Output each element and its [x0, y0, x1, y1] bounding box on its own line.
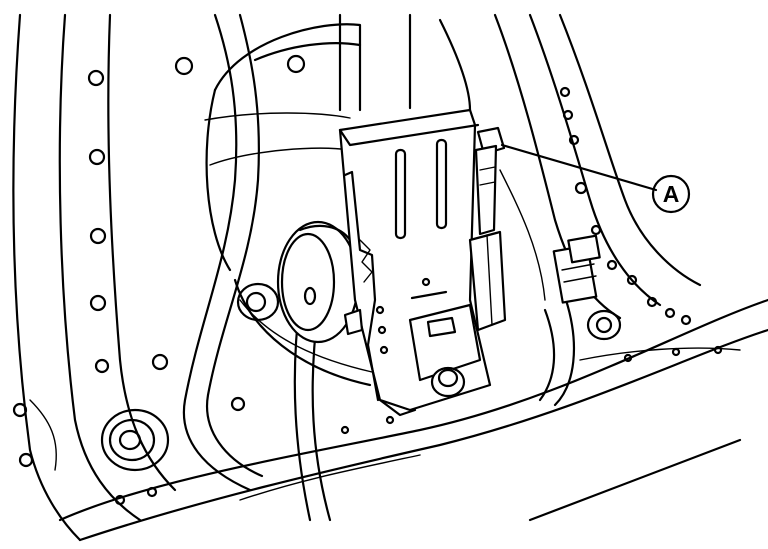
speaker: [276, 220, 360, 344]
left-panel-holes: [12, 56, 246, 468]
module-bracket: [338, 108, 492, 417]
callout-a: A: [500, 143, 691, 214]
left-pillar-panel: [12, 13, 177, 542]
rear-structure: [204, 13, 472, 387]
harness-connector: [552, 234, 601, 304]
grommet: [100, 408, 170, 472]
component-a: [468, 126, 507, 332]
callout-circle: [651, 174, 691, 214]
right-pillar-panel: [493, 13, 702, 341]
leader-line: [500, 143, 658, 192]
callout-label-a: A: [663, 181, 680, 207]
floor-sill: [58, 298, 768, 542]
